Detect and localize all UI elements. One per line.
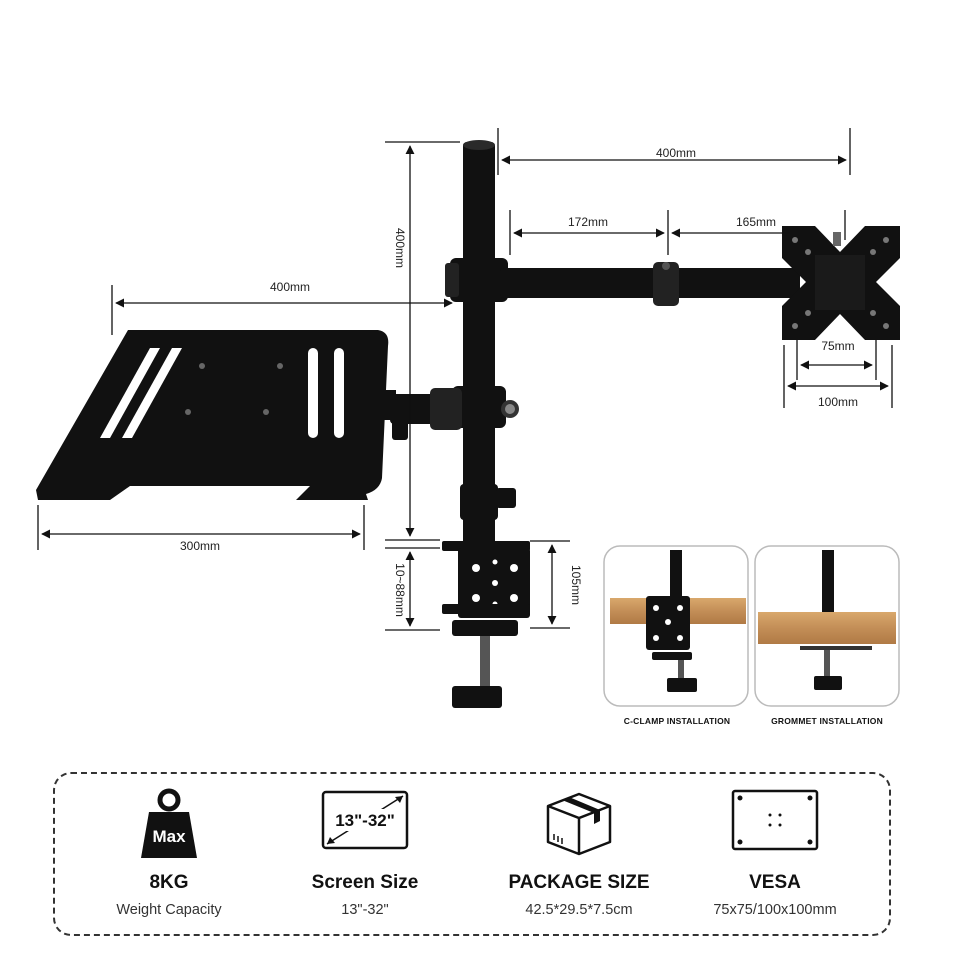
vesa-plate (782, 226, 900, 340)
package-box-icon (542, 788, 616, 861)
spec-panel: Max 8KG Weight Capacity 13"-32" Screen S… (53, 772, 891, 936)
c-clamp-inset (603, 545, 749, 707)
dim-vesa-large: 100mm (818, 395, 858, 409)
product-diagram: 400mm 172mm 165mm 400mm 400mm 300mm 75mm… (36, 128, 900, 726)
desk-clamp (442, 541, 530, 708)
c-clamp-label: C-CLAMP INSTALLATION (624, 716, 730, 726)
spec-screen-sub: 13"-32" (341, 902, 389, 918)
monitor-mount (36, 140, 900, 708)
screen-size-icon-label: 13"-32" (335, 811, 395, 830)
pole (463, 142, 495, 552)
grommet-label: GROMMET INSTALLATION (771, 716, 883, 726)
vesa-plate-icon (730, 788, 820, 857)
spec-package: PACKAGE SIZE 42.5*29.5*7.5cm (479, 774, 679, 934)
spec-package-title: PACKAGE SIZE (508, 872, 650, 893)
spec-weight-title: 8KG (149, 872, 189, 893)
dim-tray-width: 300mm (180, 539, 220, 553)
dimension-lines (37, 128, 893, 631)
dim-pole-height: 400mm (393, 228, 407, 268)
weight-icon-label: Max (152, 827, 186, 846)
spec-screen: 13"-32" Screen Size 13"-32" (265, 774, 465, 934)
laptop-tray (36, 330, 396, 500)
spec-screen-title: Screen Size (311, 872, 419, 893)
weight-icon: Max (139, 788, 199, 865)
dim-arm-segment-1: 172mm (568, 215, 608, 229)
spec-weight: Max 8KG Weight Capacity (69, 774, 269, 934)
monitor-arm (500, 268, 800, 298)
spec-vesa-sub: 75x75/100x100mm (713, 902, 837, 918)
dim-vesa-small: 75mm (821, 339, 854, 353)
dim-tray-arm: 400mm (270, 280, 310, 294)
dim-clamp-height: 105mm (569, 565, 583, 605)
grommet-inset (754, 545, 900, 707)
screen-size-icon: 13"-32" (319, 788, 411, 859)
dim-arm-segment-2: 165mm (736, 215, 776, 229)
dim-arm-width: 400mm (656, 146, 696, 160)
spec-weight-sub: Weight Capacity (116, 902, 222, 918)
spec-package-sub: 42.5*29.5*7.5cm (525, 902, 633, 918)
spec-vesa-title: VESA (749, 872, 801, 893)
spec-vesa: VESA 75x75/100x100mm (675, 774, 875, 934)
dimension-labels: 400mm 172mm 165mm 400mm 400mm 300mm 75mm… (180, 146, 858, 617)
dim-clamp-range: 10~88mm (393, 563, 407, 617)
